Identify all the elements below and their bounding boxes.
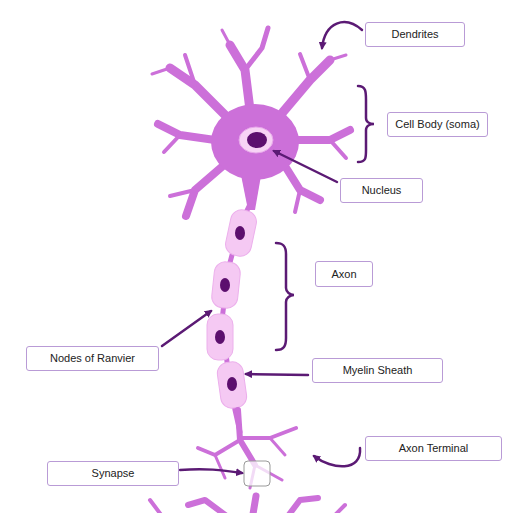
myelin-sheaths: [207, 208, 258, 410]
schwann-nucleus: [227, 377, 237, 391]
dendrite: [252, 496, 256, 513]
dendrite: [164, 135, 180, 152]
label-box: Synapse: [47, 461, 179, 486]
label-text: Dendrites: [391, 28, 438, 41]
dendrite: [150, 500, 165, 513]
dendrite: [295, 130, 350, 140]
label-text: Cell Body (soma): [395, 118, 479, 131]
next-neuron-dendrites: [150, 496, 345, 513]
dendrite: [295, 190, 300, 212]
dendrite: [330, 505, 345, 513]
synapse-marker: [244, 461, 270, 486]
leaders: [162, 22, 374, 473]
label-text: Nucleus: [362, 184, 402, 197]
leader-arrow: [322, 22, 362, 48]
myelin-segment: [207, 314, 233, 360]
dendrite: [170, 190, 195, 196]
dendrite: [188, 500, 232, 513]
cell-body: [211, 104, 299, 180]
label-box: Cell Body (soma): [387, 112, 488, 137]
dendrite: [330, 140, 346, 158]
schwann-nucleus: [220, 278, 230, 292]
dendrite: [330, 55, 346, 60]
terminal-branch: [215, 455, 225, 478]
schwann-nucleus: [215, 330, 225, 344]
dendrite: [158, 124, 215, 140]
myelin-segment: [224, 208, 259, 258]
label-text: Synapse: [92, 467, 135, 480]
label-text: Axon Terminal: [399, 442, 469, 455]
dendrite: [285, 498, 318, 513]
dendrite: [222, 30, 230, 45]
terminal-branch: [240, 428, 296, 438]
leader-arrow: [180, 469, 242, 473]
dendrites: [152, 28, 350, 216]
dendrite: [300, 54, 310, 80]
leader-arrow: [274, 151, 337, 182]
label-box: Nucleus: [340, 178, 423, 203]
leader-arrow: [162, 311, 211, 346]
curly-bracket: [276, 243, 294, 350]
label-box: Nodes of Ranvier: [26, 346, 159, 371]
dendrite: [170, 68, 228, 118]
label-text: Nodes of Ranvier: [50, 352, 135, 365]
label-box: Axon: [315, 261, 373, 287]
terminal-branch: [270, 438, 285, 455]
schwann-nucleus: [235, 226, 245, 240]
axon-terminal-branches: [198, 410, 296, 488]
label-box: Myelin Sheath: [312, 358, 443, 383]
leader-arrow: [246, 374, 308, 375]
dendrite: [230, 45, 250, 110]
label-text: Axon: [331, 268, 356, 281]
myelin-segment: [216, 360, 248, 409]
dendrite: [185, 55, 195, 85]
nucleus: [247, 132, 267, 148]
label-box: Dendrites: [365, 22, 465, 47]
myelin-segment: [211, 261, 242, 309]
leader-arrow: [314, 448, 360, 466]
dendrite: [245, 28, 268, 70]
label-text: Myelin Sheath: [343, 364, 413, 377]
dendrite: [152, 68, 170, 74]
terminal-branch: [198, 440, 240, 455]
label-box: Axon Terminal: [365, 436, 502, 461]
curly-bracket: [358, 86, 374, 162]
nucleus-ring: [239, 127, 273, 153]
